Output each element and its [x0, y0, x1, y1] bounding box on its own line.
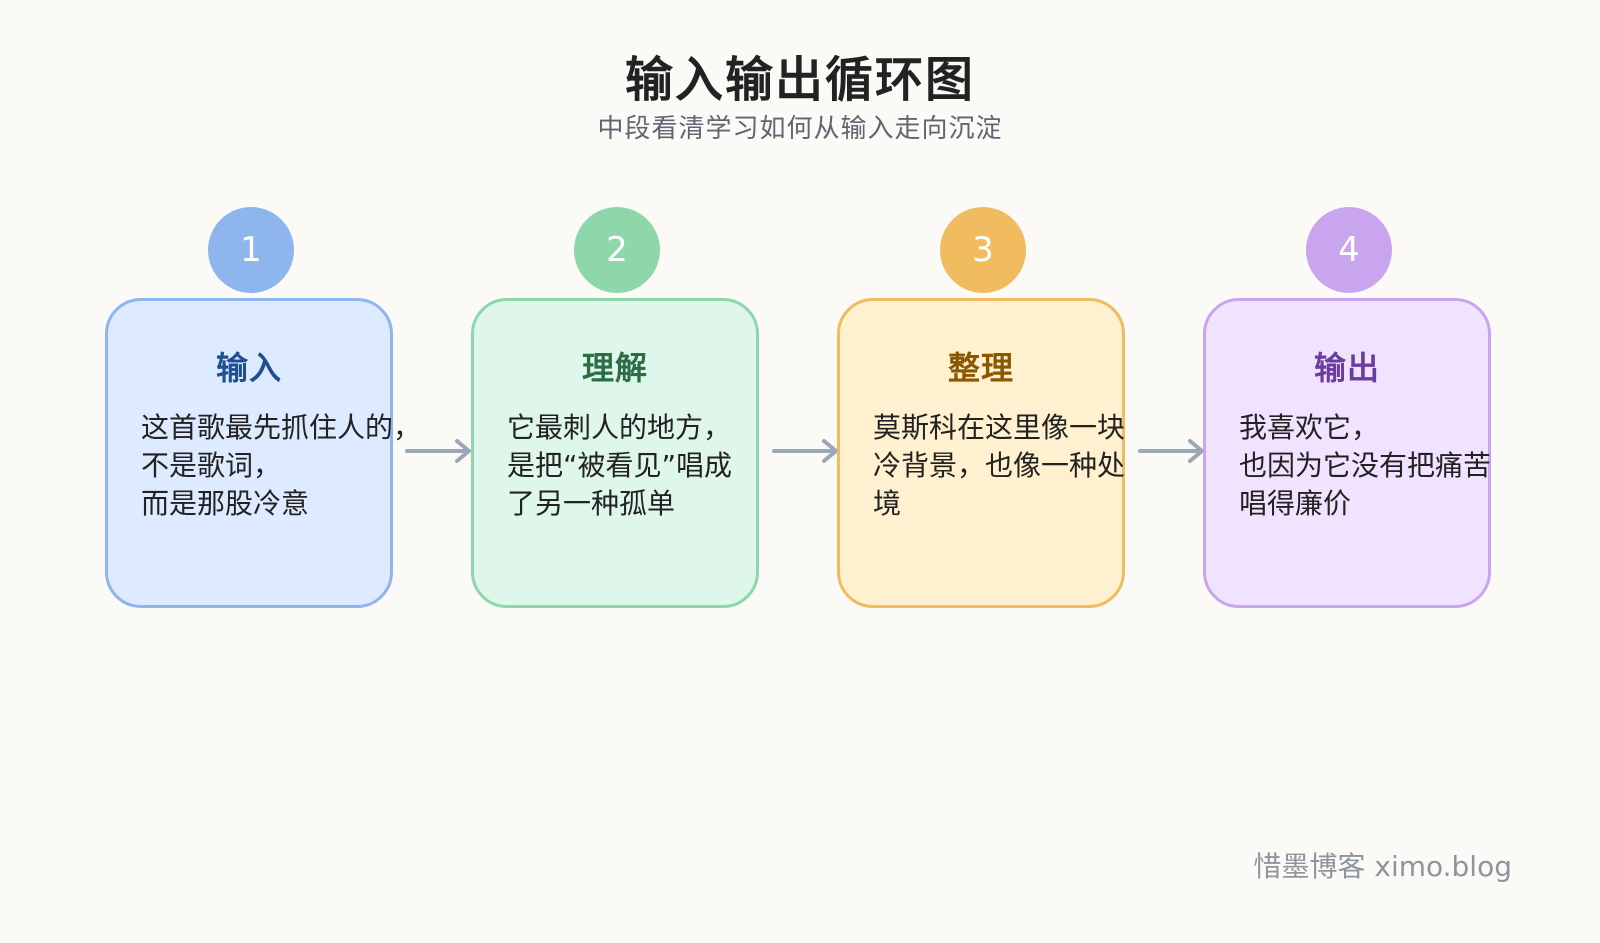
step-1-number-badge: 1	[208, 207, 294, 293]
step-1-description: 这首歌最先抓住人的， 不是歌词， 而是那股冷意	[141, 411, 422, 520]
step-4-title: 输出	[1313, 349, 1380, 387]
step-2-description: 它最刺人的地方， 是把“被看见”唱成 了另一种孤单	[507, 411, 733, 520]
connector-3-4	[1138, 439, 1204, 463]
step-3-card: 整理 莫斯科在这里像一块 冷背景，也像一种处 境	[837, 298, 1125, 608]
step-2-title: 理解	[581, 349, 648, 387]
step-4-number-badge: 4	[1306, 207, 1392, 293]
step-2-number-badge: 2	[574, 207, 660, 293]
arrowhead-icon	[455, 439, 471, 463]
arrowhead-icon	[822, 439, 838, 463]
step-2-card: 理解 它最刺人的地方， 是把“被看见”唱成 了另一种孤单	[471, 298, 759, 608]
diagram-subtitle: 中段看清学习如何从输入走向沉淀	[597, 114, 1003, 144]
step-3-title: 整理	[947, 349, 1014, 387]
step-4-description: 我喜欢它， 也因为它没有把痛苦 唱得廉价	[1239, 411, 1492, 520]
diagram-title: 输入输出循环图	[624, 52, 975, 108]
step-3-number-badge: 3	[940, 207, 1026, 293]
connector-2-3	[772, 439, 838, 463]
step-3-description: 莫斯科在这里像一块 冷背景，也像一种处 境	[873, 411, 1126, 520]
step-1-title: 输入	[215, 349, 282, 387]
step-1-card: 输入 这首歌最先抓住人的， 不是歌词， 而是那股冷意	[105, 298, 421, 608]
arrowhead-icon	[1188, 439, 1204, 463]
blog-watermark: 惜墨博客 ximo.blog	[1253, 850, 1512, 883]
step-4-card: 输出 我喜欢它， 也因为它没有把痛苦 唱得廉价	[1203, 298, 1491, 608]
